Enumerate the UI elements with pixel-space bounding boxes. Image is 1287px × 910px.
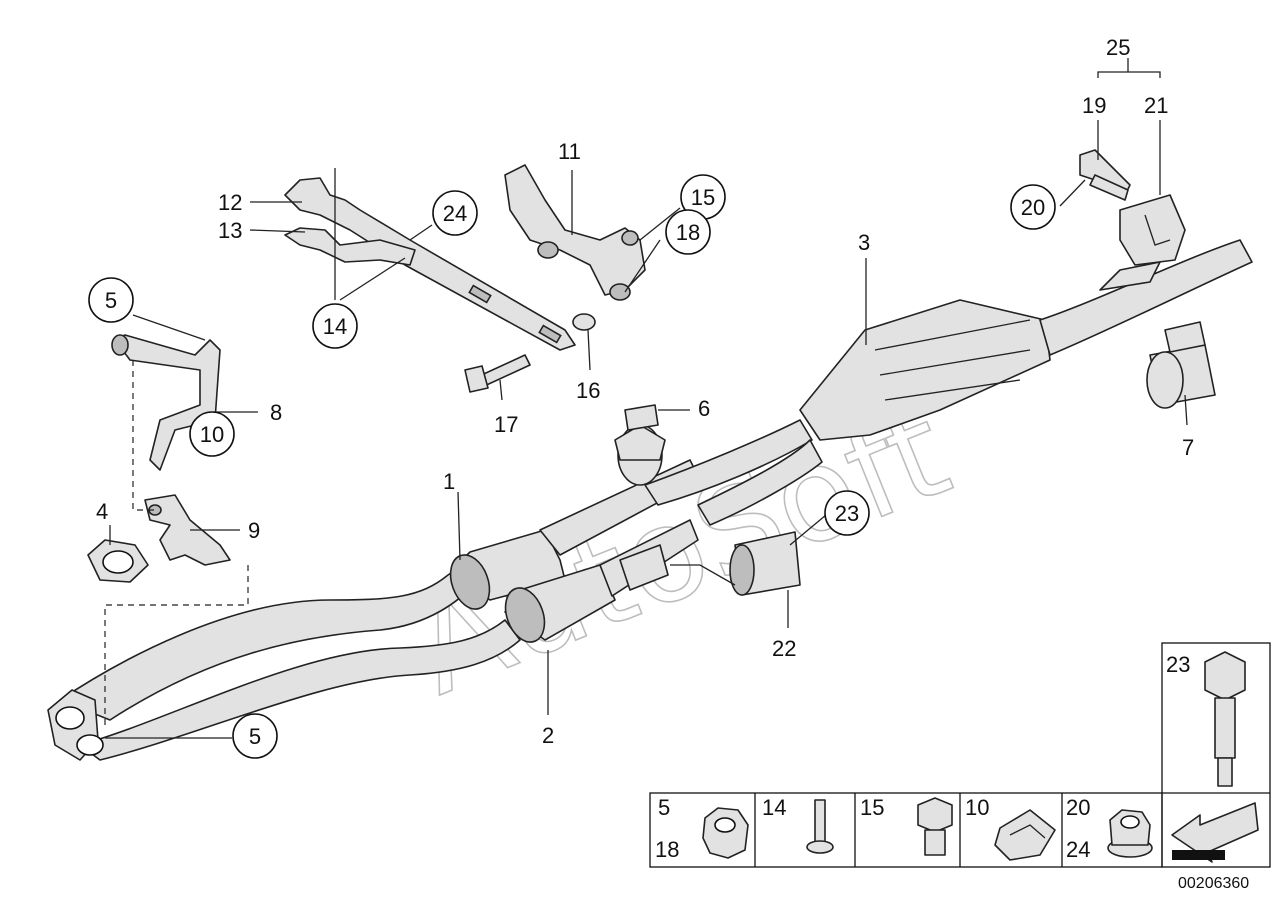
callout-2: 2 (542, 723, 554, 748)
bracket-11 (504, 164, 646, 301)
long-bolt-icon (1204, 651, 1246, 787)
callout-8: 8 (270, 400, 282, 425)
center-muffler-assembly (644, 239, 1253, 526)
legend-cell1-bottom: 18 (655, 837, 679, 862)
callout-4: 4 (96, 499, 108, 524)
callout-12: 12 (218, 190, 242, 215)
flange-nut-icon (1107, 809, 1153, 858)
callout-11: 11 (558, 139, 581, 164)
washer-16 (572, 313, 596, 331)
bolt-17 (464, 354, 531, 393)
callout-23: 23 (835, 501, 859, 526)
clamp-7 (1146, 321, 1216, 409)
legend-tall-cell: 23 (1166, 652, 1190, 677)
hanger-19 (1079, 149, 1131, 201)
callout-6: 6 (698, 396, 710, 421)
callout-1: 1 (443, 469, 455, 494)
bracket-8 (111, 334, 221, 471)
legend-cell4-top: 10 (965, 795, 989, 820)
bolt-icon (806, 799, 834, 854)
callout-10: 10 (200, 422, 224, 447)
rubber-mount (729, 531, 801, 596)
callout-17: 17 (494, 412, 518, 437)
rubber-hanger-21 (1119, 194, 1186, 266)
callout-3: 3 (858, 230, 870, 255)
callout-16: 16 (576, 378, 600, 403)
callout-5-lower: 5 (249, 724, 261, 749)
callout-5-upper: 5 (105, 288, 117, 313)
callouts: 1 2 3 4 6 7 8 9 11 12 13 16 17 19 21 22 … (96, 35, 1194, 748)
callout-14: 14 (323, 314, 347, 339)
callout-9: 9 (248, 518, 260, 543)
legend-cell1-top: 5 (658, 795, 670, 820)
gasket-4 (87, 539, 149, 583)
legend-cell2-top: 14 (762, 795, 786, 820)
callout-20: 20 (1021, 195, 1045, 220)
leader-lines (104, 58, 1188, 739)
legend-cell3-top: 15 (860, 795, 884, 820)
callout-19: 19 (1082, 93, 1106, 118)
legend-cell5-top: 20 (1066, 795, 1090, 820)
callout-18: 18 (676, 220, 700, 245)
clip-nut-icon (994, 809, 1056, 861)
bracket-9 (144, 494, 231, 566)
callout-15: 15 (691, 185, 715, 210)
hex-nut-icon (702, 807, 749, 859)
front-direction-arrow-icon (1171, 802, 1259, 863)
hex-bolt-icon (917, 797, 953, 856)
callout-21: 21 (1144, 93, 1168, 118)
fastener-legend: 5 18 14 15 10 20 24 23 (649, 642, 1271, 892)
callout-22: 22 (772, 636, 796, 661)
callout-24: 24 (443, 201, 467, 226)
legend-cell5-bottom: 24 (1066, 837, 1090, 862)
bracket-12-13-24 (284, 177, 576, 351)
clamp-6 (614, 404, 666, 486)
circled-callouts: 5 10 5 14 24 15 18 20 23 (88, 174, 1056, 759)
callout-25: 25 (1106, 35, 1130, 60)
callout-7: 7 (1182, 435, 1194, 460)
document-number: 00206360 (1178, 875, 1249, 892)
callout-13: 13 (218, 218, 242, 243)
